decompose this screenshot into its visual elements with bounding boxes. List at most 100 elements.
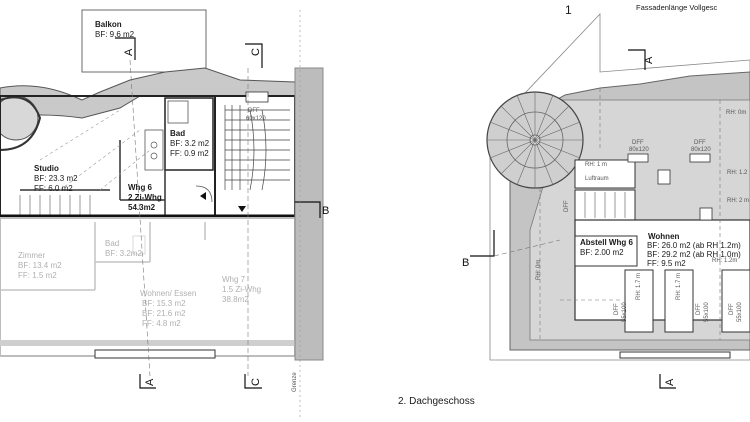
luftraum: Luftraum	[585, 176, 609, 182]
rh-1-2-low: RH: 1.2m	[712, 258, 737, 264]
stove-ring-2	[150, 152, 158, 160]
dff-4-label: DFF	[696, 303, 702, 315]
section-mark-b-right	[470, 230, 561, 257]
floor-caption: 2. Dachgeschoss	[398, 396, 475, 407]
unit7-partitions	[0, 222, 206, 291]
dff-3-label: DFF	[614, 303, 620, 315]
whg7-name: Whg 7	[222, 275, 246, 284]
rh-0m-top: RH: 0m	[726, 110, 746, 116]
whg7-area: 38.8m2	[222, 295, 249, 304]
wohnen-bf2: BF: 29.2 m2 (ab RH 1.0m)	[647, 250, 741, 259]
dff-1-label: DFF	[632, 140, 644, 146]
stair-treads	[224, 105, 290, 191]
section-a-right-top-label: A	[643, 56, 655, 64]
rh-1-2-top: RH: 1.2	[727, 170, 748, 176]
rh-1m: RH: 1 m	[585, 162, 607, 168]
section-mark-b-left	[295, 201, 321, 218]
bad-bf: BF: 3.2 m2	[170, 139, 210, 148]
dff-stair-label: DFF	[248, 108, 260, 114]
abstell-area	[574, 235, 638, 267]
abstell-bf: BF: 2.00 m2	[580, 248, 624, 257]
section-mark-c-top	[245, 43, 263, 68]
dff-window-1	[627, 153, 649, 163]
section-b-left-label: B	[322, 205, 329, 217]
section-mark-a-right-top	[628, 49, 646, 70]
slab-bottom	[0, 340, 295, 346]
wohnen-bf1: BF: 26.0 m2 (ab RH 1.2m)	[647, 241, 741, 250]
section-mark-a-bottom	[139, 374, 156, 389]
section-a-bottom-label: A	[144, 378, 156, 386]
whg6-name: Whg 6	[128, 183, 153, 192]
bad-room	[164, 97, 214, 171]
bay-wall	[0, 96, 42, 151]
section-a-right-bottom-label: A	[664, 378, 676, 386]
roof-dashes	[39, 109, 151, 191]
studio-bf: BF: 23.3 m2	[34, 174, 78, 183]
roof-dash-lines	[539, 88, 721, 340]
right-plan: 1 Fassadenlänge Vollgesc RH: 0m RH: 1.2 …	[462, 3, 750, 389]
stove-ring	[150, 141, 158, 149]
section-mark-c-bottom	[244, 374, 262, 389]
facade-front	[619, 351, 731, 359]
door-arc	[195, 185, 213, 203]
dormer-left	[624, 269, 654, 333]
bad-lower-name: Bad	[105, 239, 119, 248]
section-mark-a-top	[115, 37, 136, 60]
rh-2m: RH: 2 m	[727, 198, 749, 204]
facade-note: Fassadenlänge Vollgesc	[636, 3, 718, 12]
dff-3-size: 55x100	[622, 302, 628, 322]
door-arrow-left	[200, 192, 206, 200]
studio-stair	[19, 195, 91, 216]
section-a-top-label: A	[123, 48, 135, 56]
chimney	[657, 169, 671, 185]
bad-lower-bf: BF: 3.2m2	[105, 249, 142, 258]
door-arrow-down	[238, 206, 246, 212]
neighbor-wall	[294, 67, 324, 361]
balkon-name: Balkon	[95, 20, 122, 29]
stair-lines-right	[584, 192, 626, 218]
dff-window-2	[689, 153, 711, 163]
dormer-right	[721, 269, 750, 333]
bad-shower	[167, 100, 189, 124]
tower-ribs	[487, 92, 583, 188]
kitchen-counter	[144, 129, 164, 171]
dff-stair-window	[245, 91, 269, 103]
stair-void	[574, 159, 636, 189]
section-b-right-label: B	[462, 257, 469, 269]
dff-5-label: DFF	[729, 303, 735, 315]
section-mark-a-right-bottom	[659, 374, 676, 389]
rh-0m-left: RH: 0m	[536, 260, 542, 280]
dff-2-label: DFF	[694, 140, 706, 146]
zimmer-bf: BF: 13.4 m2	[18, 261, 62, 270]
abstell-name: Abstell Whg 6	[580, 238, 633, 247]
boundary-note: Grenze	[292, 372, 298, 392]
balkon-bf: BF: 9.6 m2	[95, 30, 135, 39]
section-c-top-label: C	[250, 48, 262, 56]
wohnen-ff: FF: 9.5 m2	[647, 259, 686, 268]
round-bay	[0, 95, 39, 141]
zimmer-ff: FF: 1.5 m2	[18, 271, 57, 280]
dff-6-label: DFF	[564, 200, 570, 212]
rh-1-7-mid: RH: 1.7 m	[676, 273, 682, 300]
whg7-type: 1.5 Zi-Whg	[222, 285, 261, 294]
studio-name: Studio	[34, 164, 59, 173]
studio-ff: FF: 6.0 m2	[34, 184, 73, 193]
page-number: 1	[565, 3, 572, 17]
dff-4-size: 55x100	[704, 302, 710, 322]
dff-5-size: 55x100	[737, 302, 743, 322]
stair-core	[214, 95, 296, 217]
left-plan: Balkon BF: 9.6 m2 Bad BF: 3.2 m2 FF: 0.9…	[0, 9, 329, 420]
partitions	[20, 140, 166, 216]
wohnen-lower-bf1: BF: 15.3 m2	[142, 299, 186, 308]
dormer-mid	[664, 269, 694, 333]
unit7-bath-fixture	[132, 235, 146, 255]
dff-1-size: 80x120	[629, 147, 649, 153]
whg6-area: 54.3m2	[128, 203, 156, 212]
wohnen-name: Wohnen	[648, 232, 680, 241]
wohnen-lower-bf2: BF: 21.6 m2	[142, 309, 186, 318]
bad-ff: FF: 0.9 m2	[170, 149, 209, 158]
wohnen-lower-ff: FF: 4.8 m2	[142, 319, 181, 328]
section-line-a	[129, 59, 151, 377]
dff-stair-size: 60x120	[246, 116, 266, 122]
